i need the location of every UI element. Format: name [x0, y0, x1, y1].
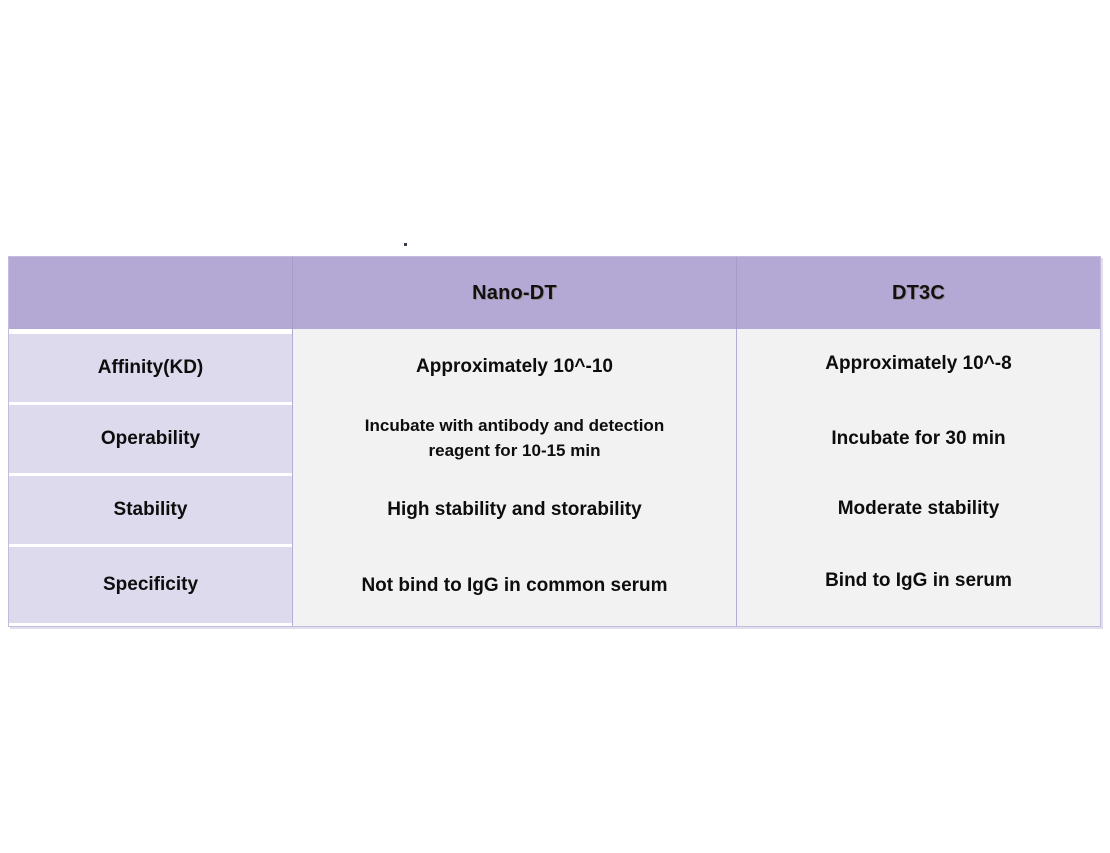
- cell-nano-dt-affinity: Approximately 10^-10: [416, 356, 613, 378]
- cell-dt3c-stability: Moderate stability: [837, 498, 1000, 520]
- cell-nano-dt-operability-line2: reagent for 10-15 min: [428, 441, 601, 460]
- cell-dt3c-operability: Incubate for 30 min: [831, 428, 1006, 450]
- row-label-affinity: Affinity(KD): [9, 334, 292, 402]
- value-column-nano-dt: Approximately 10^-10 Incubate with antib…: [293, 329, 737, 626]
- value-column-dt3c: Approximately 10^-8 Incubate for 30 min …: [737, 329, 1100, 626]
- row-label-operability: Operability: [9, 405, 292, 473]
- cell-nano-dt-stability: High stability and storability: [387, 499, 642, 521]
- table-header-row: Nano-DT DT3C: [9, 257, 1100, 329]
- row-label-stability: Stability: [9, 476, 292, 544]
- table-grid: Nano-DT DT3C Affinity(KD) Operability St…: [9, 257, 1100, 626]
- row-label-specificity: Specificity: [9, 547, 292, 623]
- cell-nano-dt-specificity: Not bind to IgG in common serum: [361, 575, 668, 597]
- cell-nano-dt-operability-line1: Incubate with antibody and detection: [364, 416, 665, 436]
- header-cell-nano-dt: Nano-DT: [293, 257, 737, 329]
- stray-dot-artifact: [404, 243, 407, 246]
- cell-dt3c-affinity: Approximately 10^-8: [825, 353, 1012, 375]
- row-label-column: Affinity(KD) Operability Stability Speci…: [9, 329, 293, 626]
- cell-nano-dt-operability: Incubate with antibody and detection rea…: [293, 403, 736, 475]
- header-cell-dt3c: DT3C: [737, 257, 1100, 329]
- header-cell-corner: [9, 257, 293, 329]
- cell-dt3c-specificity: Bind to IgG in serum: [825, 570, 1012, 592]
- comparison-table: Nano-DT DT3C Affinity(KD) Operability St…: [8, 256, 1101, 627]
